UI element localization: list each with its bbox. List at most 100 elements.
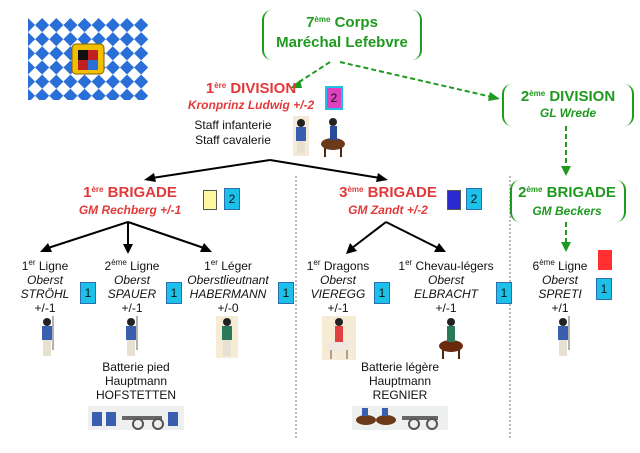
b1-to-u2-arrowhead xyxy=(123,244,133,254)
unit4-badge: 1 xyxy=(374,282,390,304)
brigade3-badge: 2 xyxy=(466,188,482,210)
b1-to-u1-arrow xyxy=(47,221,129,249)
div1-to-b3-arrowhead xyxy=(376,173,388,182)
division1-title: 1ère DIVISION xyxy=(176,80,326,97)
unit4-number-sup: er xyxy=(313,258,321,267)
unit6-modifier: +/1 xyxy=(551,301,569,315)
brigade3-number: 3 xyxy=(339,184,348,201)
division2-commander: GL Wrede xyxy=(539,106,597,120)
brigade3-commander: GM Zandt +/-2 xyxy=(348,203,428,217)
artillery2-name: Batterie légère xyxy=(360,360,440,374)
b3-to-u4-arrowhead xyxy=(346,243,357,254)
foot-artillery-figure xyxy=(88,406,184,430)
brigade1-commander: GM Rechberg +/-1 xyxy=(78,203,182,217)
brigade2-number: 2 xyxy=(518,184,527,201)
brigade2-title: 2ème BRIGADE xyxy=(508,184,626,201)
infantry-figure-u6 xyxy=(558,316,570,356)
unit3-number-sup: er xyxy=(210,258,218,267)
brigade2-label: BRIGADE xyxy=(542,184,616,201)
unit4-number: 1 xyxy=(306,259,314,273)
unit3-modifier: +/-0 xyxy=(217,301,239,315)
brigade2-to-unit6-arrowhead xyxy=(561,242,571,252)
unit5-rank: Oberst xyxy=(427,273,464,287)
unit6-name: Ligne xyxy=(554,259,588,273)
unit5-modifier: +/-1 xyxy=(435,301,457,315)
artillery-foot: Batterie pied Hauptmann HOFSTETTEN xyxy=(76,360,196,402)
brigade3-label: BRIGADE xyxy=(363,184,437,201)
unit4-commander: VIEREGG xyxy=(310,287,366,301)
unit-2eme-ligne: 2ème Ligne Oberst SPAUER +/-1 xyxy=(96,256,168,315)
division2-box xyxy=(502,84,634,126)
unit3-rank: Oberstlieutnant xyxy=(187,273,269,287)
unit6-badge: 1 xyxy=(596,278,612,300)
unit2-badge: 1 xyxy=(166,282,182,304)
unit3-name: Léger xyxy=(217,259,252,273)
staff-cavalry-figure xyxy=(321,118,345,157)
cavalry-figure-u4 xyxy=(322,316,356,360)
artillery1-rank: Hauptmann xyxy=(104,374,168,388)
artillery1-commander: HOFSTETTEN xyxy=(96,388,176,402)
division1-staff-cavalry: Staff cavalerie xyxy=(195,133,271,147)
b3-to-u5-arrowhead xyxy=(434,243,446,252)
b1-to-u3-arrow xyxy=(127,221,205,249)
brigade3-title: 3ème BRIGADE xyxy=(318,184,458,201)
corps-number: 7 xyxy=(306,14,315,31)
unit-1er-chevau-legers: 1er Chevau-légers Oberst ELBRACHT +/-1 xyxy=(394,256,498,315)
b3-to-u4-arrow xyxy=(351,221,387,249)
bavarian-flag xyxy=(28,18,148,100)
unit6-commander: SPRETI xyxy=(538,287,582,301)
unit5-number: 1 xyxy=(398,259,406,273)
unit1-badge: 1 xyxy=(80,282,96,304)
unit5-badge: 1 xyxy=(496,282,512,304)
b1-to-u3-arrowhead xyxy=(200,243,212,252)
infantry-figure-u3 xyxy=(216,316,238,358)
infantry-figure-u2 xyxy=(126,316,138,356)
corps-to-div2-arrowhead xyxy=(488,92,500,101)
brigade1-number-sup: ère xyxy=(91,185,104,194)
b3-to-u5-arrow xyxy=(385,221,439,249)
unit5-name: Chevau-légers xyxy=(412,259,494,273)
brigade1-title: 1ère BRIGADE xyxy=(60,184,200,201)
artillery2-rank: Hauptmann xyxy=(368,374,432,388)
unit1-commander: STRÖHL xyxy=(20,287,70,301)
corps-label: Corps xyxy=(330,14,378,31)
corps-title: 7ème Corps xyxy=(262,14,422,31)
unit5-number-sup: er xyxy=(405,258,413,267)
unit5-commander: ELBRACHT xyxy=(413,287,478,301)
brigade1-number: 1 xyxy=(83,184,92,201)
light-artillery-figure xyxy=(352,406,448,430)
bavarian-flag-image xyxy=(28,18,148,100)
div1-to-b3-arrow xyxy=(269,159,381,179)
unit4-name: Dragons xyxy=(320,259,370,273)
infantry-figure-u1 xyxy=(42,316,54,356)
division1-staff-infantry: Staff infanterie xyxy=(194,118,272,132)
unit2-commander: SPAUER xyxy=(107,287,157,301)
unit1-rank: Oberst xyxy=(26,273,63,287)
corps-to-div1-arrow xyxy=(295,61,331,85)
brigade2-box xyxy=(510,180,626,222)
unit-1er-leger: 1er Léger Oberstlieutnant HABERMANN +/-0 xyxy=(178,256,278,315)
unit6-color-square xyxy=(598,250,612,270)
unit-1er-dragons: 1er Dragons Oberst VIEREGG +/-1 xyxy=(300,256,376,315)
cavalry-figure-u5 xyxy=(439,318,463,359)
unit2-number: 2 xyxy=(104,259,112,273)
staff-infantry-figure xyxy=(293,116,309,156)
brigade3-color-square xyxy=(447,190,461,210)
brigade1-badge: 2 xyxy=(224,188,240,210)
division1-badge: 2 xyxy=(325,86,343,110)
unit3-number: 1 xyxy=(204,259,211,273)
brigade1-color-square xyxy=(203,190,217,210)
unit4-modifier: +/-1 xyxy=(327,301,349,315)
unit6-rank: Oberst xyxy=(541,273,578,287)
unit1-number: 1 xyxy=(21,259,29,273)
unit6-number: 6 xyxy=(532,259,540,273)
unit2-name: Ligne xyxy=(126,259,160,273)
division1-number-sup: ère xyxy=(214,81,227,90)
corps-box xyxy=(262,10,422,60)
div1-to-b1-arrowhead xyxy=(144,173,156,182)
division1-label: DIVISION xyxy=(226,80,297,97)
division1-commander: Kronprinz Ludwig +/-2 xyxy=(187,98,315,112)
division2-number-sup: ème xyxy=(529,89,546,98)
unit1-modifier: +/-1 xyxy=(34,301,56,315)
